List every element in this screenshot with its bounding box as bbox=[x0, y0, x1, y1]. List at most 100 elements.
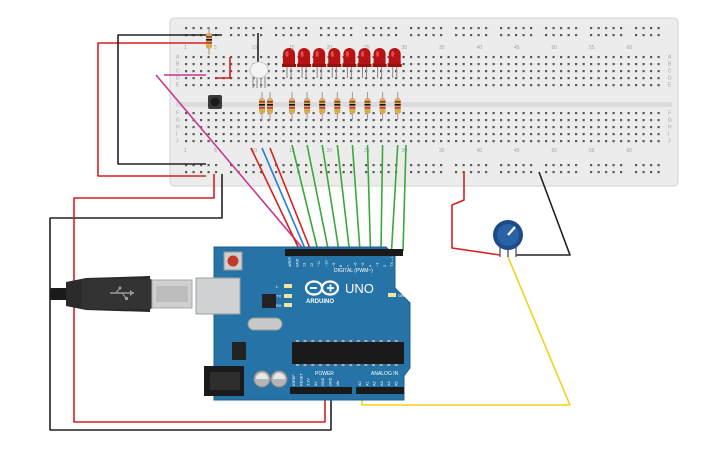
resistor[interactable] bbox=[304, 92, 311, 120]
rail-hole[interactable] bbox=[470, 34, 473, 37]
wire[interactable] bbox=[117, 34, 222, 165]
breadboard-hole[interactable] bbox=[582, 56, 585, 59]
rail-hole[interactable] bbox=[462, 164, 465, 167]
breadboard-hole[interactable] bbox=[447, 63, 450, 66]
rail-hole[interactable] bbox=[230, 27, 233, 30]
rail-hole[interactable] bbox=[650, 171, 653, 174]
breadboard-hole[interactable] bbox=[522, 140, 525, 143]
red-led[interactable] bbox=[342, 48, 357, 78]
rail-hole[interactable] bbox=[290, 171, 293, 174]
rail-hole[interactable] bbox=[642, 164, 645, 167]
rail-hole[interactable] bbox=[515, 27, 518, 30]
breadboard-hole[interactable] bbox=[627, 133, 630, 136]
breadboard-hole[interactable] bbox=[575, 70, 578, 73]
breadboard-hole[interactable] bbox=[417, 133, 420, 136]
rail-hole[interactable] bbox=[440, 171, 443, 174]
rail-hole[interactable] bbox=[252, 171, 255, 174]
breadboard-hole[interactable] bbox=[650, 119, 653, 122]
breadboard-hole[interactable] bbox=[552, 112, 555, 115]
breadboard-hole[interactable] bbox=[485, 119, 488, 122]
breadboard-hole[interactable] bbox=[605, 112, 608, 115]
breadboard-hole[interactable] bbox=[507, 63, 510, 66]
rgb-led[interactable] bbox=[249, 61, 269, 88]
rail-hole[interactable] bbox=[282, 164, 285, 167]
pushbutton[interactable] bbox=[208, 95, 222, 109]
breadboard-hole[interactable] bbox=[455, 126, 458, 129]
rail-hole[interactable] bbox=[605, 34, 608, 37]
rail-hole[interactable] bbox=[192, 171, 195, 174]
breadboard-hole[interactable] bbox=[342, 119, 345, 122]
breadboard-hole[interactable] bbox=[477, 77, 480, 80]
rail-hole[interactable] bbox=[387, 171, 390, 174]
red-led[interactable] bbox=[387, 48, 402, 78]
breadboard-hole[interactable] bbox=[267, 126, 270, 129]
breadboard-hole[interactable] bbox=[207, 63, 210, 66]
breadboard-hole[interactable] bbox=[327, 119, 330, 122]
breadboard-hole[interactable] bbox=[237, 56, 240, 59]
breadboard-hole[interactable] bbox=[275, 56, 278, 59]
rail-hole[interactable] bbox=[507, 34, 510, 37]
rail-hole[interactable] bbox=[290, 27, 293, 30]
breadboard-hole[interactable] bbox=[447, 56, 450, 59]
rail-hole[interactable] bbox=[252, 34, 255, 37]
rail-hole[interactable] bbox=[237, 27, 240, 30]
breadboard-hole[interactable] bbox=[282, 119, 285, 122]
breadboard-hole[interactable] bbox=[215, 56, 218, 59]
breadboard-hole[interactable] bbox=[515, 77, 518, 80]
breadboard-hole[interactable] bbox=[575, 140, 578, 143]
breadboard-hole[interactable] bbox=[387, 70, 390, 73]
rail-hole[interactable] bbox=[545, 171, 548, 174]
breadboard-hole[interactable] bbox=[402, 126, 405, 129]
breadboard-hole[interactable] bbox=[657, 63, 660, 66]
rail-hole[interactable] bbox=[350, 34, 353, 37]
breadboard-hole[interactable] bbox=[545, 119, 548, 122]
rail-hole[interactable] bbox=[275, 27, 278, 30]
breadboard-hole[interactable] bbox=[380, 119, 383, 122]
breadboard-hole[interactable] bbox=[365, 140, 368, 143]
breadboard-hole[interactable] bbox=[582, 70, 585, 73]
breadboard-hole[interactable] bbox=[462, 140, 465, 143]
breadboard-hole[interactable] bbox=[230, 84, 233, 87]
breadboard-hole[interactable] bbox=[537, 56, 540, 59]
breadboard-hole[interactable] bbox=[485, 133, 488, 136]
breadboard-hole[interactable] bbox=[515, 140, 518, 143]
breadboard-hole[interactable] bbox=[492, 70, 495, 73]
rail-hole[interactable] bbox=[350, 27, 353, 30]
breadboard-hole[interactable] bbox=[642, 140, 645, 143]
breadboard-hole[interactable] bbox=[432, 84, 435, 87]
breadboard-hole[interactable] bbox=[500, 56, 503, 59]
rail-hole[interactable] bbox=[327, 171, 330, 174]
rail-hole[interactable] bbox=[410, 171, 413, 174]
breadboard-hole[interactable] bbox=[245, 70, 248, 73]
rail-hole[interactable] bbox=[372, 34, 375, 37]
breadboard-hole[interactable] bbox=[590, 119, 593, 122]
breadboard-hole[interactable] bbox=[522, 63, 525, 66]
rail-hole[interactable] bbox=[237, 34, 240, 37]
breadboard-hole[interactable] bbox=[395, 119, 398, 122]
resistor[interactable] bbox=[289, 92, 295, 120]
breadboard-hole[interactable] bbox=[282, 133, 285, 136]
breadboard-hole[interactable] bbox=[492, 126, 495, 129]
breadboard-hole[interactable] bbox=[620, 56, 623, 59]
resistor[interactable] bbox=[379, 92, 386, 120]
breadboard-hole[interactable] bbox=[515, 112, 518, 115]
rail-hole[interactable] bbox=[425, 164, 428, 167]
breadboard-hole[interactable] bbox=[522, 133, 525, 136]
breadboard-hole[interactable] bbox=[560, 77, 563, 80]
breadboard-hole[interactable] bbox=[462, 56, 465, 59]
breadboard-hole[interactable] bbox=[387, 84, 390, 87]
breadboard-hole[interactable] bbox=[642, 56, 645, 59]
breadboard-hole[interactable] bbox=[560, 126, 563, 129]
breadboard-hole[interactable] bbox=[515, 84, 518, 87]
rail-hole[interactable] bbox=[410, 164, 413, 167]
breadboard-hole[interactable] bbox=[447, 133, 450, 136]
breadboard-hole[interactable] bbox=[402, 84, 405, 87]
breadboard-hole[interactable] bbox=[432, 140, 435, 143]
rail-hole[interactable] bbox=[305, 171, 308, 174]
breadboard-hole[interactable] bbox=[657, 133, 660, 136]
rail-hole[interactable] bbox=[650, 34, 653, 37]
breadboard-hole[interactable] bbox=[507, 140, 510, 143]
breadboard-hole[interactable] bbox=[372, 84, 375, 87]
breadboard-hole[interactable] bbox=[372, 77, 375, 80]
rail-hole[interactable] bbox=[635, 171, 638, 174]
